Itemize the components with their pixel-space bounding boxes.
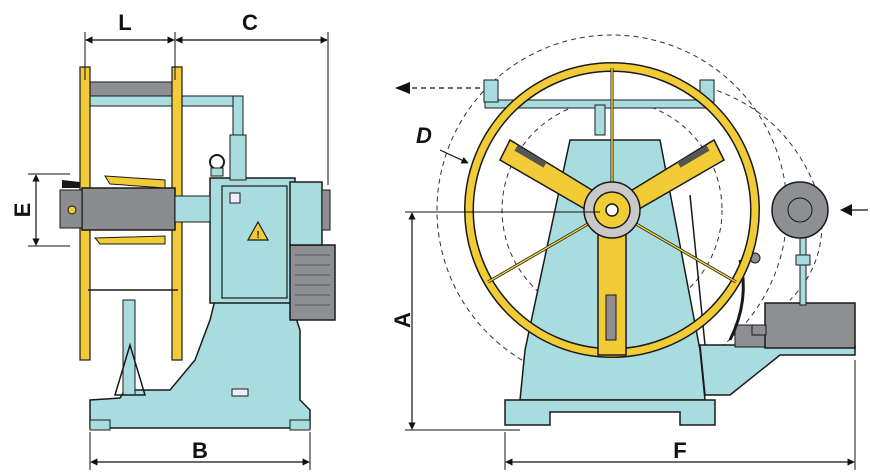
side-view-motor [289, 244, 336, 321]
direction-arrow-icon [395, 82, 480, 94]
dimension-label-B: B [192, 438, 208, 463]
dimension-line-F [504, 360, 856, 470]
side-view-coil [81, 187, 176, 231]
dimension-line-E [28, 173, 70, 247]
front-view-foot [504, 399, 716, 426]
side-view: ! [59, 66, 336, 431]
dimension-label-C: C [242, 10, 258, 35]
front-view-pressure-roller [771, 181, 829, 239]
dimension-label-A: A [390, 312, 415, 328]
dimension-label-E: E [10, 203, 35, 218]
side-view-gearbox [289, 181, 323, 246]
front-view-side-table [699, 344, 856, 396]
dimension-label-L: L [118, 10, 131, 35]
front-view-motor-box [764, 302, 856, 349]
dimension-line-B [89, 432, 311, 470]
front-view-reel [464, 62, 760, 358]
dimension-label-F: F [673, 438, 686, 463]
warning-triangle-icon: ! [246, 220, 270, 241]
front-view [395, 34, 868, 426]
dimension-label-D: D [416, 123, 432, 148]
svg-text:!: ! [256, 230, 259, 241]
dimension-lines-top [84, 32, 329, 185]
dimension-line-A [405, 211, 600, 431]
direction-arrow-icon [840, 204, 868, 216]
